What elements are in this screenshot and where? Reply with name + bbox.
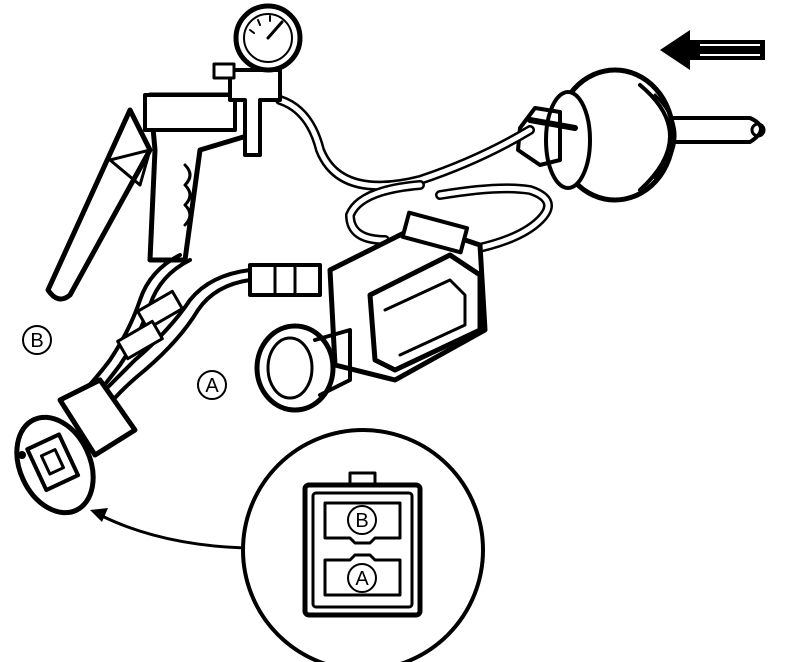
svg-text:A: A	[205, 375, 219, 397]
hand-vacuum-pump	[45, 62, 282, 302]
callout-arrow	[90, 508, 247, 550]
vacuum-actuator	[516, 67, 766, 203]
svg-text:B: B	[355, 510, 368, 532]
vacuum-gauge-icon	[233, 3, 303, 73]
inset-terminal-b-label: B	[347, 505, 377, 535]
label-b-main: B	[22, 325, 52, 355]
vacuum-hose	[275, 95, 553, 255]
inset-terminal-a-label: A	[347, 563, 377, 593]
wiring-harness	[78, 253, 252, 412]
vacuum-solenoid-valve	[248, 210, 488, 413]
direction-arrow-icon	[660, 30, 765, 70]
svg-text:A: A	[355, 568, 369, 590]
electrical-connector	[14, 377, 138, 516]
svg-text:B: B	[30, 330, 43, 352]
connector-detail-inset	[241, 428, 485, 662]
label-a-main: A	[197, 370, 227, 400]
